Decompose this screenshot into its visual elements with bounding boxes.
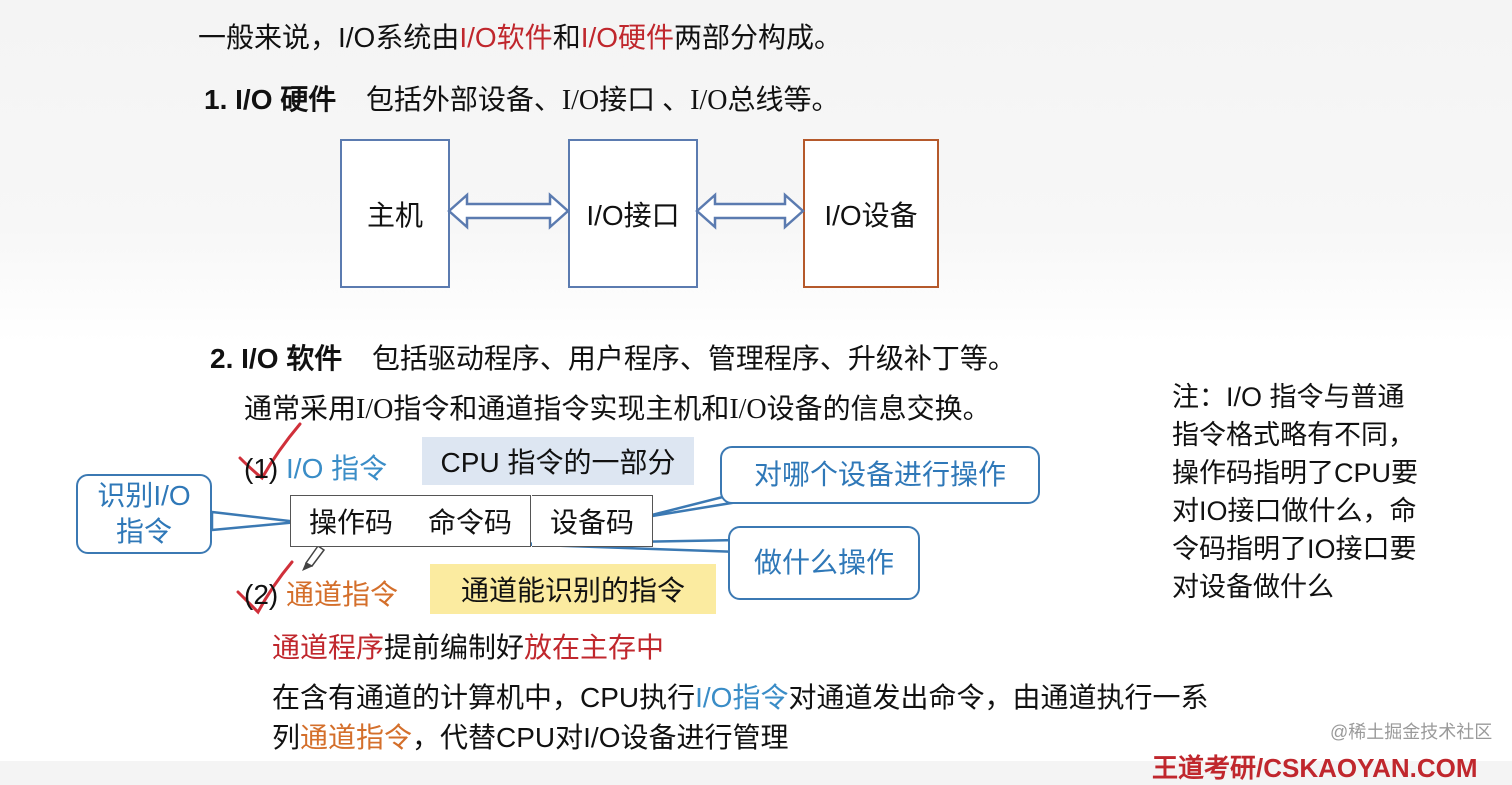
interface-label: I/O接口 (586, 199, 680, 231)
item1-num: (1) (244, 453, 279, 484)
section2-line: 2. I/O 软件 包括驱动程序、用户程序、管理程序、升级补丁等。 (210, 337, 1016, 377)
format-cell-device: 设备码 (532, 495, 653, 547)
item2-num: (2) (244, 579, 279, 610)
item2-label: 通道指令 (286, 579, 399, 610)
interface-device-arrow (695, 192, 805, 230)
identify-callout-text: 识别I/O 指令 (97, 480, 191, 547)
item1-highlight-text: CPU 指令的一部分 (440, 447, 676, 478)
identify-callout: 识别I/O 指令 (76, 474, 212, 554)
format-cell-device-label: 设备码 (549, 507, 634, 538)
section2-heading: 2. I/O 软件 (210, 343, 343, 374)
check-mark-2 (236, 560, 294, 615)
explain-l1-b: I/O指令 (695, 682, 789, 713)
format-cell-opcode-label: 操作码 (308, 507, 393, 538)
item2-highlight: 通道能识别的指令 (430, 564, 716, 614)
explain-line1: 在含有通道的计算机中，CPU执行I/O指令对通道发出命令，由通道执行一系 (272, 676, 1208, 716)
item1-highlight: CPU 指令的一部分 (422, 437, 694, 485)
device-label: I/O设备 (824, 199, 918, 231)
intro-prefix: 一般来说，I/O系统由 (198, 22, 460, 53)
device-box: I/O设备 (803, 139, 939, 288)
channel-program-part1: 通道程序 (272, 632, 385, 663)
host-label: 主机 (366, 199, 423, 231)
what-op-callout: 做什么操作 (728, 526, 920, 600)
explain-l1-a: 在含有通道的计算机中，CPU执行 (272, 682, 696, 713)
interface-box: I/O接口 (568, 139, 698, 288)
footer-brand: 王道考研/CSKAOYAN.COM (1152, 753, 1478, 783)
item2-line: (2) 通道指令 (244, 573, 398, 613)
note-line: 令码指明了IO接口要 (1172, 534, 1417, 564)
intro-and: 和 (552, 22, 581, 53)
explain-l2-a: 列 (272, 722, 301, 753)
watermark: @稀土掘金技术社区 (1330, 722, 1493, 742)
item2-highlight-text: 通道能识别的指令 (460, 575, 685, 606)
channel-program-part3: 放在主存中 (524, 632, 665, 663)
channel-program-line: 通道程序提前编制好放在主存中 (272, 626, 664, 666)
which-device-callout-text: 对哪个设备进行操作 (753, 459, 1006, 490)
item1-label: I/O 指令 (286, 453, 388, 484)
note-line: 指令格式略有不同， (1172, 420, 1415, 450)
note-line: 对设备做什么 (1172, 572, 1334, 602)
explain-l2-c: ，代替CPU对I/O设备进行管理 (412, 722, 789, 753)
which-device-callout: 对哪个设备进行操作 (720, 446, 1040, 504)
note-line: 注：I/O 指令与普通 (1172, 382, 1405, 412)
section1-line: 1. I/O 硬件 包括外部设备、I/O接口 、I/O总线等。 (204, 78, 839, 118)
note-line: 操作码指明了CPU要 (1172, 458, 1419, 488)
intro-software: I/O软件 (459, 22, 553, 53)
format-cell-command: 命令码 (410, 495, 531, 547)
host-box: 主机 (340, 139, 450, 288)
intro-suffix: 两部分构成。 (674, 22, 843, 53)
host-interface-arrow (447, 192, 570, 230)
explain-line2: 列通道指令，代替CPU对I/O设备进行管理 (272, 716, 789, 756)
item1-line: (1) I/O 指令 (244, 447, 387, 487)
format-cell-command-label: 命令码 (427, 507, 512, 538)
explain-l2-b: 通道指令 (300, 722, 413, 753)
section1-heading: 1. I/O 硬件 (204, 84, 337, 115)
section2-sub: 通常采用I/O指令和通道指令实现主机和I/O设备的信息交换。 (244, 394, 991, 425)
channel-program-part2: 提前编制好 (384, 632, 525, 663)
note-block: 注：I/O 指令与普通 指令格式略有不同， 操作码指明了CPU要 对IO接口做什… (1172, 378, 1418, 606)
note-line: 对IO接口做什么，命 (1172, 496, 1417, 526)
intro-line: 一般来说，I/O系统由I/O软件和I/O硬件两部分构成。 (198, 16, 842, 56)
format-cell-opcode: 操作码 (290, 495, 412, 547)
section1-desc: 包括外部设备、I/O接口 、I/O总线等。 (365, 85, 840, 116)
pen-cursor-icon (302, 544, 326, 571)
section2-desc: 包括驱动程序、用户程序、管理程序、升级补丁等。 (371, 343, 1016, 374)
what-op-callout-text: 做什么操作 (753, 547, 894, 578)
explain-l1-c: 对通道发出命令，由通道执行一系 (788, 682, 1209, 713)
identify-callout-pointer (210, 510, 300, 532)
check-mark-1 (238, 422, 302, 481)
intro-hardware: I/O硬件 (580, 22, 675, 53)
